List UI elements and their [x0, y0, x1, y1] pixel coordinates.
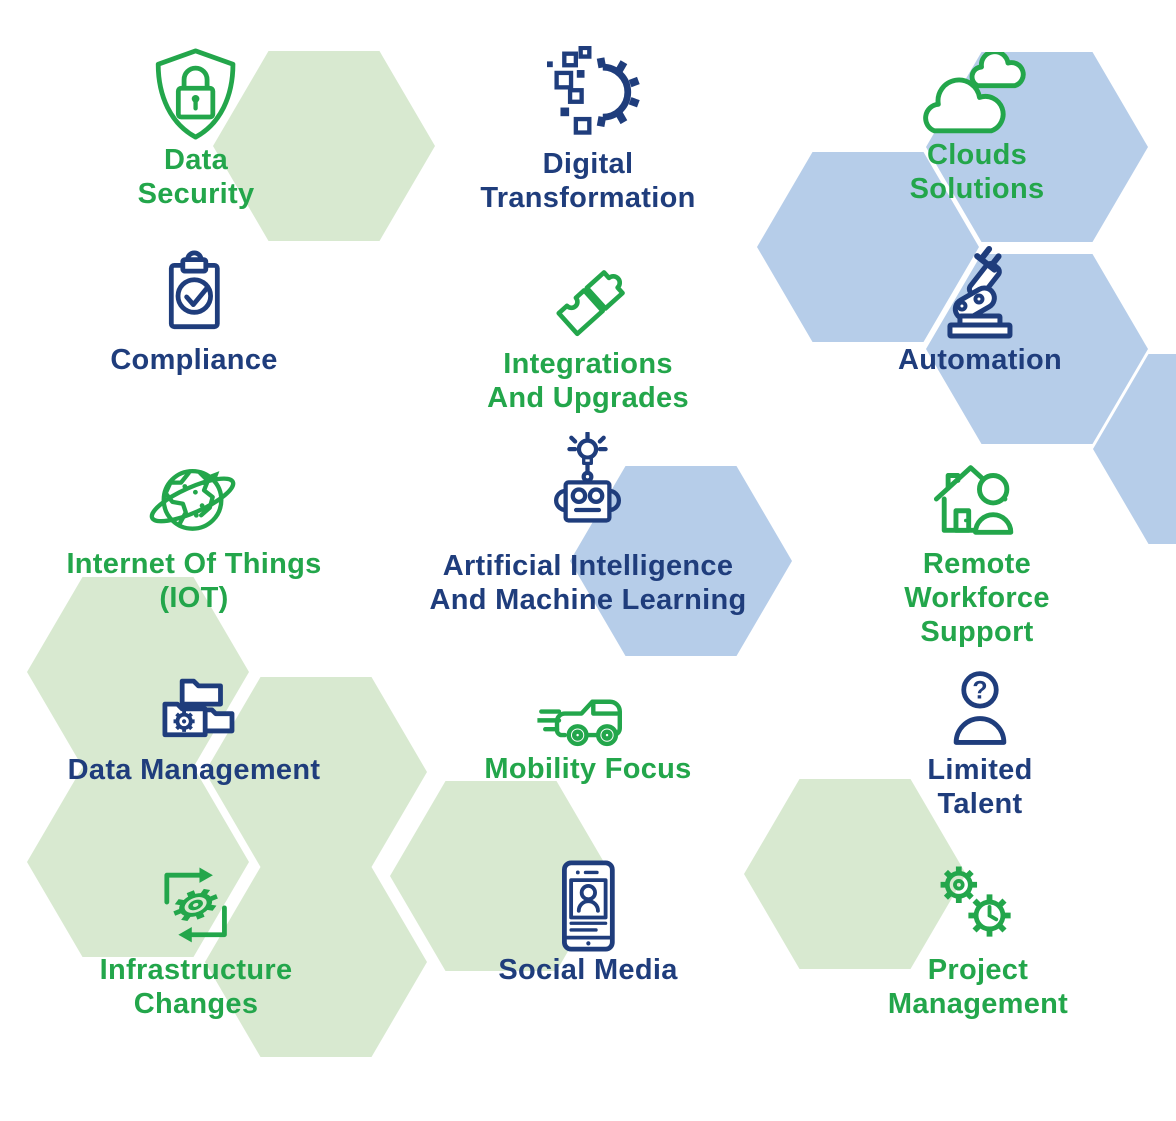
item-label: Clouds Solutions — [909, 139, 1045, 205]
clouds-icon — [923, 52, 1027, 134]
hexagon-tile — [27, 767, 249, 957]
item-label: Digital Transformation — [480, 148, 696, 214]
item-compliance: Compliance — [110, 250, 277, 378]
item-integrations-upgrades: Integrations And Upgrades — [487, 250, 689, 416]
item-digital-transformation: Digital Transformation — [480, 46, 695, 216]
item-label: Integrations And Upgrades — [487, 348, 689, 414]
item-label: Artificial Intelligence And Machine Lear… — [429, 550, 747, 616]
item-project-management: Project Management — [879, 856, 1077, 1022]
item-label: Data Management — [67, 754, 321, 786]
item-social-media: Social Media — [498, 860, 677, 988]
gear-cycle-arrows-icon — [164, 867, 228, 943]
robot-arm-icon — [947, 245, 1013, 339]
item-ai-machine-learning: Artificial Intelligence And Machine Lear… — [430, 432, 747, 618]
hexagon-tile — [27, 577, 249, 767]
item-label: Limited Talent — [927, 754, 1033, 820]
shield-lock-icon — [156, 48, 236, 140]
globe-orbit-icon — [149, 468, 235, 531]
item-clouds-solutions: Clouds Solutions — [910, 52, 1045, 207]
item-label: Social Media — [498, 954, 678, 986]
item-limited-talent: ? Limited Talent — [882, 666, 1078, 822]
item-internet-of-things: Internet Of Things (IOT) — [66, 450, 321, 616]
item-infrastructure-changes: Infrastructure Changes — [100, 856, 293, 1022]
item-label: Mobility Focus — [484, 753, 692, 785]
svg-text:?: ? — [972, 677, 987, 704]
item-label: Automation — [897, 344, 1063, 376]
clipboard-check-icon — [168, 250, 220, 330]
item-data-security: Data Security — [138, 46, 255, 212]
car-icon — [536, 699, 622, 747]
person-question-icon: ? — [953, 671, 1007, 745]
home-person-icon — [933, 465, 1013, 535]
item-label: Compliance — [110, 344, 278, 376]
hexagon-tile — [205, 677, 427, 867]
item-data-management: Data Management — [68, 660, 321, 788]
item-label: Remote Workforce Support — [904, 548, 1050, 648]
item-label: Data Security — [137, 144, 255, 210]
digital-gear-icon — [546, 46, 640, 135]
item-label: Internet Of Things (IOT) — [66, 548, 322, 614]
robot-head-bulb-icon — [554, 432, 622, 523]
hexagon-tile — [744, 779, 966, 969]
item-label: Infrastructure Changes — [99, 954, 293, 1020]
item-label: Project Management — [887, 954, 1069, 1020]
item-mobility-focus: Mobility Focus — [484, 678, 691, 787]
item-automation: Automation — [898, 242, 1062, 378]
item-remote-workforce: Remote Workforce Support — [878, 452, 1077, 650]
folders-gear-icon — [162, 678, 235, 738]
smartphone-profile-icon — [561, 860, 615, 952]
puzzle-pieces-icon — [556, 270, 625, 337]
gears-clock-icon — [940, 866, 1011, 937]
